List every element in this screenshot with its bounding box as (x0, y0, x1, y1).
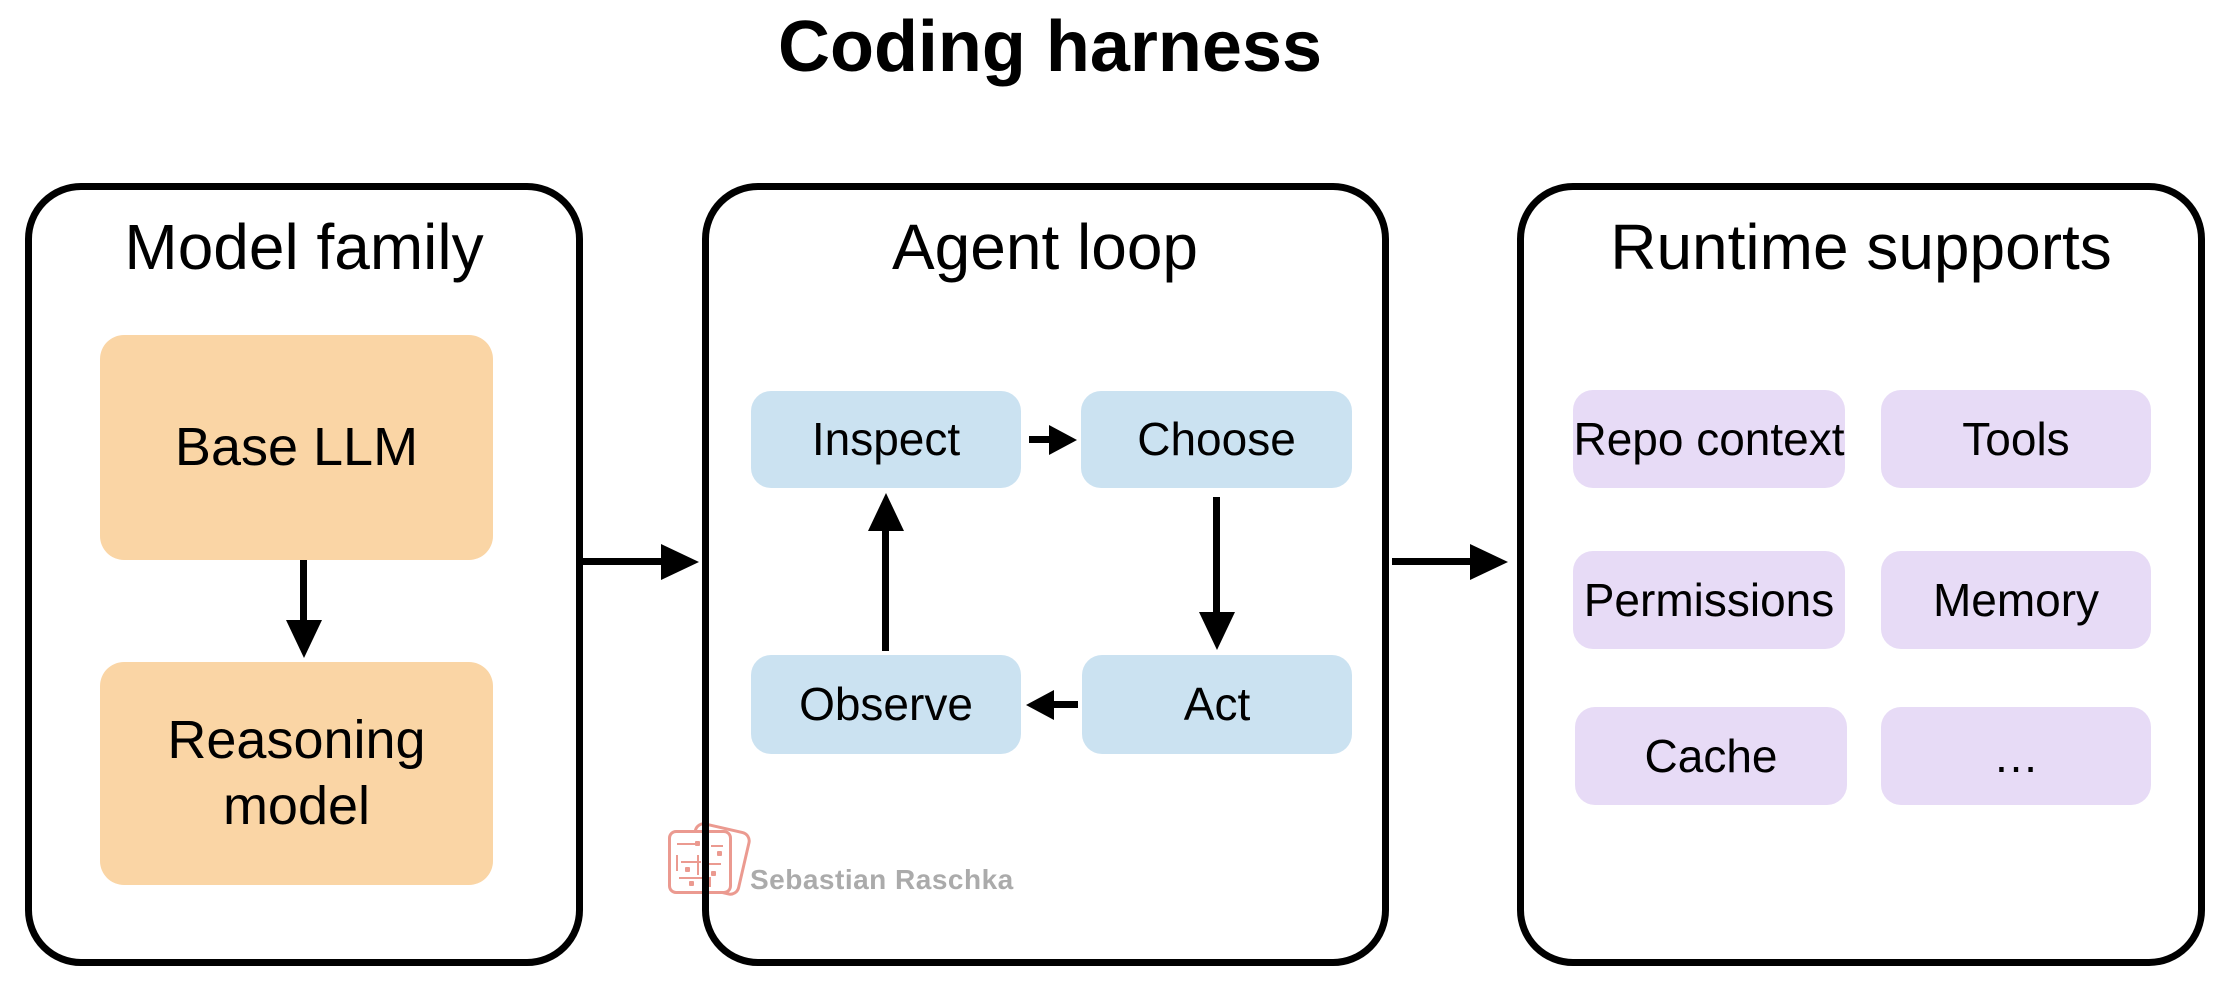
circuit-node (711, 871, 716, 876)
panel-runtime-supports (1517, 183, 2205, 966)
arrow-line (1213, 497, 1220, 614)
circuit-trace (681, 861, 701, 863)
arrow-line (583, 558, 663, 565)
node-cache: Cache (1575, 707, 1847, 805)
panel-title-runtime-supports: Runtime supports (1610, 211, 2112, 283)
node-reasoning-model: Reasoning model (100, 662, 493, 885)
watermark: Sebastian Raschka (662, 820, 1082, 920)
circuit-trace (709, 877, 711, 887)
circuit-trace (697, 855, 699, 875)
node-act: Act (1082, 655, 1352, 754)
watermark-author: Sebastian Raschka (750, 864, 1014, 895)
node-observe: Observe (751, 655, 1021, 754)
stamp-front-outline (668, 830, 732, 894)
circuit-node (695, 841, 700, 846)
arrow-line (882, 529, 889, 651)
circuit-trace (711, 845, 723, 847)
node-ellipsis: … (1881, 707, 2151, 805)
circuit-node (689, 881, 694, 886)
arrow-line (1052, 701, 1078, 708)
arrow-head-up-icon (868, 493, 904, 531)
panel-title-model-family: Model family (124, 211, 484, 283)
arrow-line (1392, 558, 1472, 565)
panel-model-family (25, 183, 583, 966)
node-inspect: Inspect (751, 391, 1021, 488)
circuit-node (685, 867, 690, 872)
arrow-head-right-icon (1049, 425, 1077, 455)
node-permissions: Permissions (1573, 551, 1845, 649)
node-repo-context: Repo context (1573, 390, 1845, 488)
circuit-trace (677, 843, 695, 845)
node-choose: Choose (1081, 391, 1352, 488)
arrow-head-right-icon (661, 544, 699, 580)
panel-agent-loop (702, 183, 1389, 966)
circuit-trace (679, 877, 703, 879)
node-memory: Memory (1881, 551, 2151, 649)
node-tools: Tools (1881, 390, 2151, 488)
arrow-line (1029, 436, 1051, 443)
circuit-trace (705, 863, 721, 865)
arrow-head-left-icon (1026, 690, 1054, 720)
arrow-line (300, 560, 307, 622)
circuit-node (717, 851, 722, 856)
arrow-head-right-icon (1470, 544, 1508, 580)
panel-title-agent-loop: Agent loop (891, 211, 1199, 283)
circuit-stamp-icon (662, 820, 753, 900)
circuit-trace (676, 855, 678, 871)
arrow-head-down-icon (286, 620, 322, 658)
node-base-llm: Base LLM (100, 335, 493, 560)
arrow-head-down-icon (1199, 612, 1235, 650)
diagram-title: Coding harness (777, 7, 1323, 87)
